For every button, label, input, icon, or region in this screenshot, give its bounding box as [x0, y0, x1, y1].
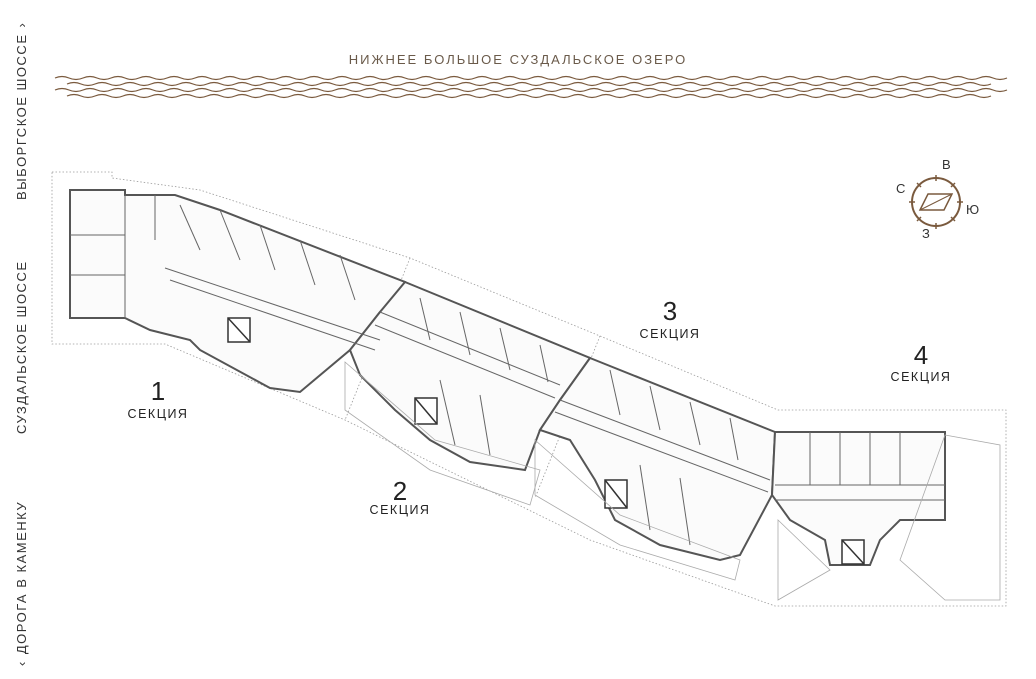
compass-south-label: З [922, 226, 930, 241]
section-3-block [538, 356, 777, 562]
section-1-label: СЕКЦИЯ [127, 407, 189, 421]
section-4-label: СЕКЦИЯ [890, 370, 952, 384]
compass-north-label: В [942, 157, 951, 172]
site-boundary [51, 171, 1007, 607]
cores [227, 317, 865, 565]
section-4-number: 4 [913, 340, 929, 370]
lake-waves [54, 75, 1008, 99]
lake-title: НИЖНЕЕ БОЛЬШОЕ СУЗДАЛЬСКОЕ ОЗЕРО [348, 52, 688, 67]
section-3-label: СЕКЦИЯ [639, 327, 701, 341]
partitions [70, 195, 945, 546]
section-2-block [348, 280, 592, 472]
section-4-block [770, 431, 946, 566]
compass-west-label: С [896, 181, 906, 196]
section-3-number: 3 [662, 296, 678, 326]
wave-line [66, 93, 992, 99]
building [69, 189, 946, 566]
compass-icon [909, 175, 963, 229]
section-1-number: 1 [150, 376, 166, 406]
terraces [344, 361, 1001, 601]
wave-line [54, 75, 1008, 81]
compass-east-label: Ю [966, 202, 980, 217]
wave-line [54, 87, 1008, 93]
section-2-label: СЕКЦИЯ [369, 503, 431, 517]
wave-line [66, 81, 992, 87]
section-2-number: 2 [392, 476, 408, 506]
